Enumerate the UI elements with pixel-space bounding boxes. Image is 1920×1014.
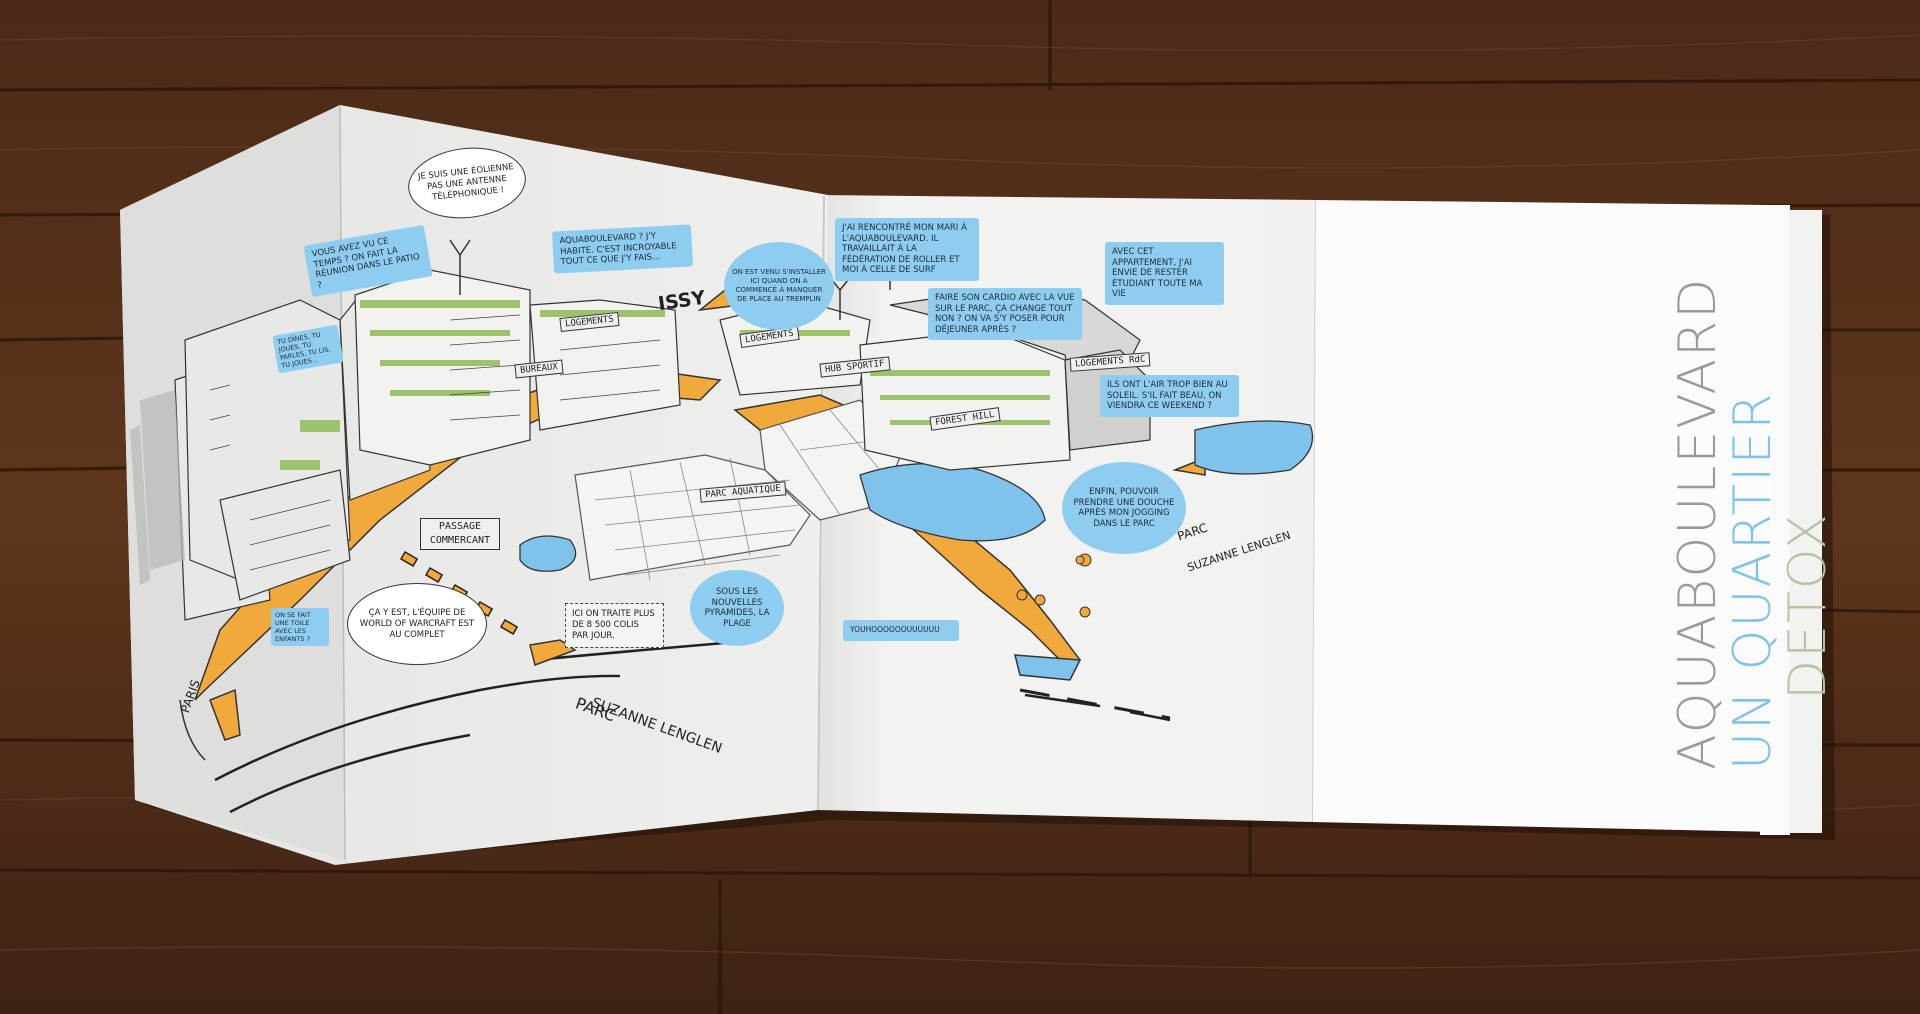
passage-commercant-label: PASSAGE COMMERCANT [420, 518, 500, 550]
cover-page [1312, 200, 1775, 832]
speech-bubble-movie: ON SE FAIT UNE TOILE AVEC LES ENFANTS ? [271, 608, 329, 646]
thought-cloud-warcraft: ÇA Y EST, L'ÉQUIPE DE WORLD OF WARCRAFT … [347, 583, 487, 665]
speech-bubble-pyramids: SOUS LES NOUVELLES PYRAMIDES, LA PLAGE [690, 570, 784, 646]
speech-bubble-sunny: ILS ONT L'AIR TROP BIEN AU SOLEIL. S'IL … [1100, 375, 1239, 417]
parcel-note-box: ICI ON TRAITE PLUS DE 8 500 COLIS PAR JO… [565, 603, 664, 648]
speech-bubble-husband: J'AI RENCONTRÉ MON MARI À L'AQUABOULEVAR… [835, 218, 979, 281]
cover-title-un-quartier: UN QUARTIER [1723, 391, 1783, 770]
speech-bubble-cardio: FAIRE SON CARDIO AVEC LA VUE SUR LE PARC… [928, 288, 1082, 340]
cover-title-aquaboulevard: AQUABOULEVARD [1668, 276, 1728, 770]
speech-bubble-shower: ENFIN, POUVOIR PRENDRE UNE DOUCHE APRÈS … [1062, 462, 1186, 554]
speech-bubble-youhou: YOUHOOOOOOUUUUUU [843, 620, 959, 641]
speech-bubble-aquaboulevard-home: AQUABOULEVARD ? J'Y HABITE. C'EST INCROY… [552, 224, 693, 274]
speech-bubble-apartment: AVEC CET APPARTEMENT, J'AI ENVIE DE REST… [1105, 242, 1224, 305]
cover-title-detox: DETOX [1778, 512, 1838, 700]
speech-bubble-tremplin: ON EST VENU S'INSTALLER ICI QUAND ON A C… [724, 242, 834, 330]
